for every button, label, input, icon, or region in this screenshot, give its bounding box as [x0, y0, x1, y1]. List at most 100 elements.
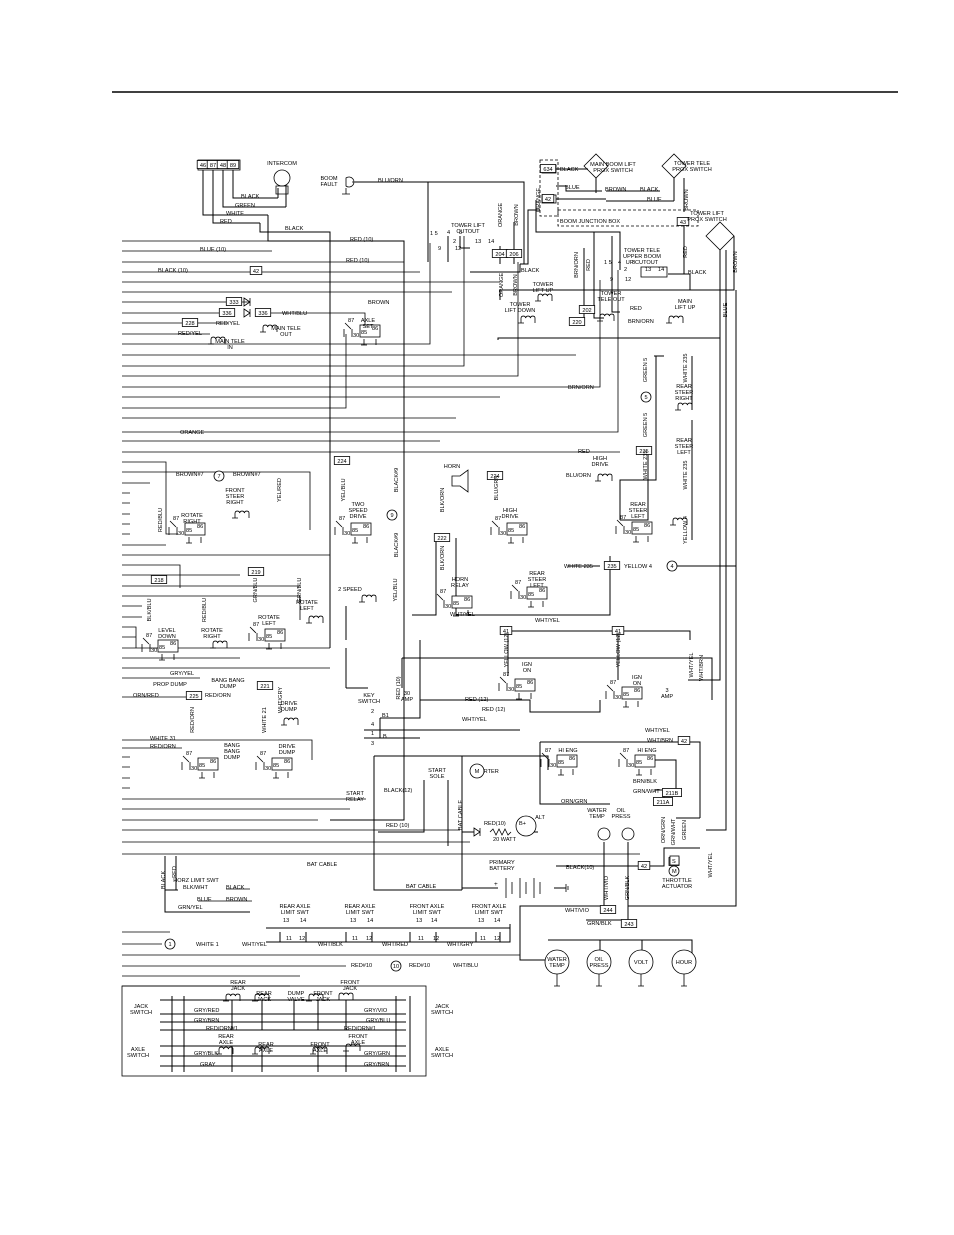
- wire-label-vertical: BLUE: [723, 302, 729, 317]
- connector-box: [539, 164, 557, 173]
- wire-label: WHT/VIO: [565, 908, 590, 914]
- component-label-line: 30: [404, 691, 410, 697]
- connector-tag: 336: [218, 308, 236, 317]
- component-label-line: JACK: [134, 1004, 149, 1010]
- switch-pin-label: 4: [371, 722, 374, 728]
- wire-label: BAT CABLE: [307, 862, 338, 868]
- wire-label: RED/ORN#1: [206, 1026, 238, 1032]
- solenoid-coil-icon: [336, 992, 354, 1001]
- connector-box: [568, 317, 586, 326]
- connector-tag: 235: [603, 561, 621, 570]
- wire-label-vertical: YEL/RED: [277, 478, 283, 502]
- connector-box: [181, 318, 199, 327]
- component-label-line: RIGHT: [203, 634, 221, 640]
- connector-number: 41: [615, 629, 621, 635]
- relay-coil-box: [506, 522, 528, 536]
- wire-label-vertical: BLACK#9: [394, 533, 400, 558]
- gauge: VOLT: [628, 949, 654, 987]
- relay-ground: [636, 769, 652, 776]
- relay-pin-86: 86: [519, 524, 525, 530]
- connector-tag: 243: [620, 919, 638, 928]
- relay-pin-86: 86: [647, 756, 653, 762]
- connector-tag: 89: [226, 160, 240, 169]
- relay-coil-box: [157, 639, 179, 653]
- component-label: HI ENG: [637, 748, 656, 754]
- connector-box: [218, 308, 236, 317]
- wire-label-vertical: YELLOW (12): [504, 632, 510, 667]
- wires: [121, 153, 737, 1077]
- component-label-line: REAR: [258, 1042, 274, 1048]
- relay-contact: [181, 755, 191, 770]
- connector-box: [611, 626, 625, 635]
- component-label-line: BOOM: [320, 176, 337, 182]
- wire-label: RED(10): [484, 821, 506, 827]
- wire-label-vertical: RED (10): [396, 676, 402, 699]
- switch-pin-label: 1 5: [604, 260, 612, 266]
- component-label-line: IGN: [632, 675, 642, 681]
- connector-number: 228: [185, 321, 194, 327]
- wire-label-vertical: BLK/ORN: [440, 546, 446, 571]
- connector-tag: 206: [505, 249, 523, 258]
- relay-pin-30: 30: [550, 763, 556, 769]
- component-label-line: PRIMARY: [489, 860, 515, 866]
- switch-pin-label: 2: [371, 709, 374, 715]
- component-label-line: LIMIT SWT: [346, 910, 375, 916]
- circle-marker: 5: [640, 391, 652, 403]
- wire-label: RED/ORN: [150, 744, 176, 750]
- wire-label: WHT/BRN: [647, 738, 673, 744]
- switch-pin-label: 1 5: [430, 231, 438, 237]
- switch-pin-label: 14: [494, 918, 500, 924]
- solenoid-coil-icon: [216, 1046, 234, 1055]
- connector-tag: 219: [247, 567, 265, 576]
- component-label-line: TELE OUT: [597, 297, 625, 303]
- wire-label: ORN/GRN: [561, 799, 587, 805]
- component-label-line: FRONT AXLE: [472, 904, 507, 910]
- switch-pin-label: 4: [618, 260, 621, 266]
- component-label-line: AXLE: [435, 1047, 450, 1053]
- relay-ground: [633, 536, 649, 543]
- relay-pin-87: 87: [253, 622, 259, 628]
- wire-label: WHITE 31: [150, 736, 176, 742]
- wire-label: BLACK: [241, 194, 260, 200]
- connector-number: 235: [639, 449, 648, 455]
- component-label-line: MAIN TELE: [271, 326, 301, 332]
- component-label-line: REAR: [676, 438, 692, 444]
- connector-tag: 42: [637, 861, 651, 870]
- solenoid-coil-icon: [232, 510, 250, 519]
- wire-label-vertical: BRN/ORN: [574, 252, 580, 278]
- component-label-line: LEFT: [631, 514, 645, 520]
- wire-label: BROWN: [226, 897, 247, 903]
- switch-pin-label: 14: [658, 267, 664, 273]
- component-label-line: REAR: [529, 571, 545, 577]
- component-label-line: SOLE: [430, 774, 445, 780]
- wire-label-vertical: WHT/YEL: [689, 653, 695, 678]
- component-label-line: LEFT: [262, 621, 276, 627]
- relay-contact: [615, 519, 625, 534]
- wire-label: BLACK(10): [566, 865, 594, 871]
- switch-pin-label: 4: [447, 230, 450, 236]
- wire-label: WHT/YEL: [462, 717, 487, 723]
- circle-marker: 7: [213, 470, 225, 482]
- connector-number: 220: [572, 320, 581, 326]
- component-label-line: LIMIT SWT: [281, 910, 310, 916]
- connector-tag: 220: [568, 317, 586, 326]
- connector-number: 42: [545, 197, 551, 203]
- connector-number: 42: [253, 269, 259, 275]
- wire-label-vertical: ORANGE: [536, 188, 542, 213]
- component-label-line: LEFT: [530, 583, 544, 589]
- wire-label: BLACK (10): [158, 268, 188, 274]
- wire-label-vertical: BROWN: [514, 204, 520, 225]
